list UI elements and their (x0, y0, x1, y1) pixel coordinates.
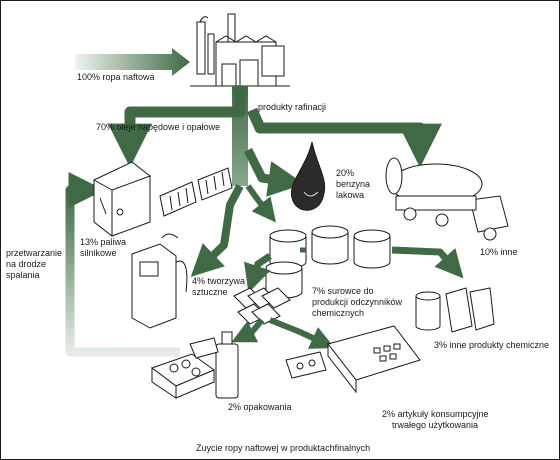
label-plastics-line1: 4% tworzywa (192, 276, 246, 286)
label-combustion-line2: na drodze (6, 259, 47, 269)
oil-drop-icon (290, 141, 326, 211)
plastics-outflow (231, 317, 335, 349)
label-gasoline-line3: lakowa (336, 190, 365, 200)
label-consumer-line2: trwałego użytkowania (392, 420, 479, 430)
label-feedstock-line1: 7% surowce do (312, 286, 374, 296)
label-fuel-line2: silnikowe (80, 248, 117, 258)
label-fuel-line1: 13% paliwa (80, 237, 127, 247)
fuel-pump-icon (131, 233, 188, 329)
label-consumer-line1: 2% artykuły konsumpcyjne (382, 409, 489, 419)
label-refinery-products: produkty rafinacji (258, 102, 327, 112)
label-packaging: 2% opakowania (228, 402, 292, 412)
tanker-truck-icon (385, 157, 509, 241)
consumer-goods-icon (285, 325, 421, 394)
chemical-containers-icon (415, 287, 495, 333)
label-gasoline-line1: 20% (336, 168, 355, 178)
diagram-caption: Zuycie ropy naftowej w produktachfinalny… (196, 443, 371, 453)
label-crude-oil: 100% ropa naftowa (77, 72, 155, 82)
label-feedstock-line2: produkcji odczynników (312, 297, 403, 307)
label-other: 10% inne (480, 247, 518, 257)
crude-oil-arrow (75, 48, 190, 76)
drums-outflow (244, 246, 464, 293)
label-feedstock-line3: chemicznych (312, 308, 365, 318)
boiler-icon (93, 161, 151, 237)
refinery-trunk (108, 86, 442, 277)
label-combustion-line1: przetwarzanie (6, 248, 63, 258)
label-combustion-line3: spalania (6, 270, 40, 280)
label-diesel-heating: 70% oleje napędowe i opałowe (96, 122, 221, 132)
refinery-icon (190, 13, 290, 87)
plastic-sheets-icon (233, 287, 291, 325)
chemical-drums-icon (265, 225, 391, 299)
packaging-icon (150, 331, 239, 399)
combustion-return-arrow (65, 172, 180, 357)
label-gasoline-line2: benzyna (336, 179, 371, 189)
radiator-icon (159, 167, 233, 217)
label-plastics-line2: sztuczne (192, 287, 228, 297)
label-other-chemicals: 3% inne produkty chemiczne (434, 340, 550, 350)
